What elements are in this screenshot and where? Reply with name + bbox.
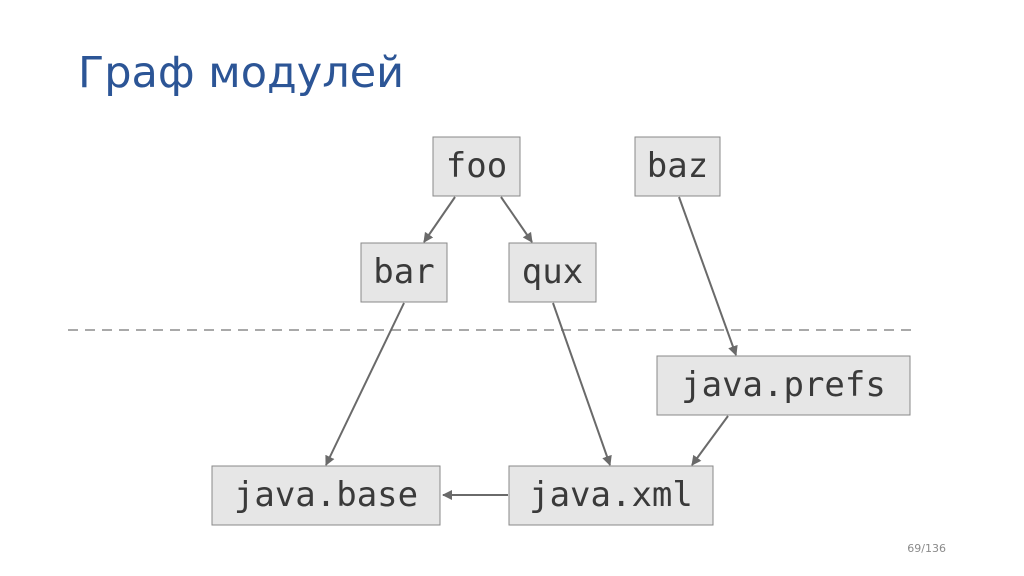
module-label: java.prefs <box>681 365 886 405</box>
module-label: qux <box>522 252 583 292</box>
module-label: baz <box>647 146 708 186</box>
edge-java-prefs-to-java-xml <box>691 415 729 466</box>
module-box <box>508 465 714 526</box>
page-number: 69/136 <box>907 542 946 555</box>
module-node-baz: baz <box>634 136 721 197</box>
slide-title: Граф модулей <box>78 48 405 98</box>
module-label: foo <box>446 146 507 186</box>
edge-qux-to-java-xml <box>552 302 612 466</box>
module-node-bar: bar <box>360 242 448 303</box>
module-box <box>432 136 521 197</box>
module-box <box>360 242 448 303</box>
module-label: java.xml <box>529 475 693 515</box>
module-box <box>211 465 441 526</box>
nodes-layer: foo baz bar qux java.prefs java.base java.xml <box>211 136 911 526</box>
module-box <box>634 136 721 197</box>
module-node-qux: qux <box>508 242 597 303</box>
edge-foo-to-bar <box>423 196 456 243</box>
module-box <box>508 242 597 303</box>
module-node-java-prefs: java.prefs <box>656 355 911 416</box>
edge-foo-to-qux <box>500 196 533 243</box>
edge-bar-to-java-base <box>325 302 405 466</box>
module-box <box>656 355 911 416</box>
module-node-java-xml: java.xml <box>508 465 714 526</box>
module-label: java.base <box>234 475 418 515</box>
module-node-foo: foo <box>432 136 521 197</box>
edge-baz-to-java-prefs <box>678 196 738 356</box>
module-node-java-base: java.base <box>211 465 441 526</box>
edges-layer <box>325 196 738 500</box>
module-label: bar <box>373 252 434 292</box>
